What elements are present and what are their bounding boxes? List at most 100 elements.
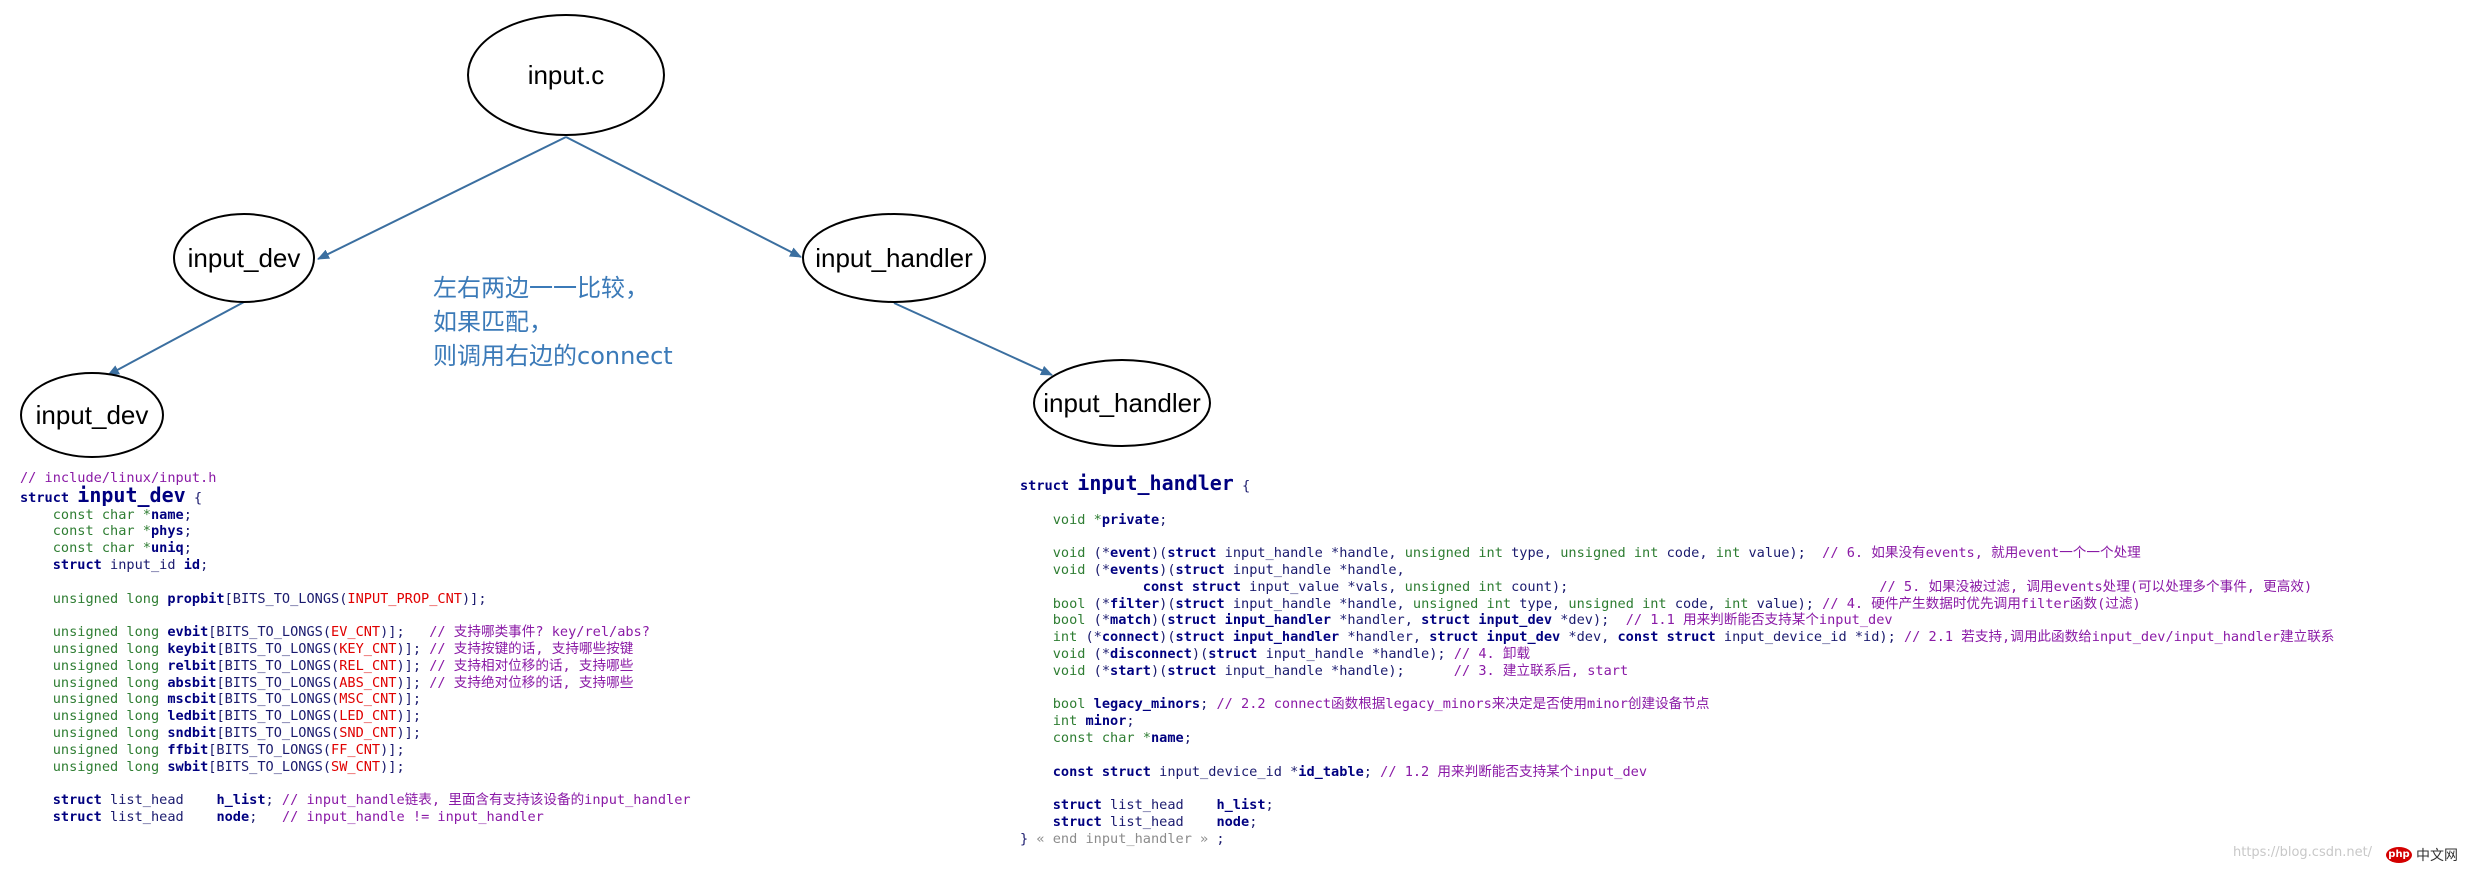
- code-token: void: [1020, 545, 1094, 562]
- input-handler-code-line: struct list_head h_list;: [1020, 797, 2334, 814]
- code-token: [BITS_TO_LONGS(: [208, 624, 332, 641]
- code-token: ;: [1183, 729, 1192, 746]
- code-token: ABS_CNT: [339, 674, 397, 691]
- code-token: type,: [1511, 545, 1561, 562]
- code-token: unsigned int: [1412, 595, 1520, 612]
- input-handler-code-line: void (*start)(struct input_handle *handl…: [1020, 663, 2334, 680]
- input-dev-code-line: [20, 607, 691, 624]
- code-token: name: [1150, 729, 1184, 746]
- code-token: input_handle *handle,: [1232, 595, 1413, 612]
- code-token: bool: [1020, 612, 1094, 629]
- code-token: // 支持相对位移的话, 支持哪些: [429, 657, 634, 674]
- code-token: input_handle *handle,: [1232, 561, 1405, 578]
- input-dev-code-line: unsigned long relbit[BITS_TO_LONGS(REL_C…: [20, 658, 691, 675]
- code-token: LED_CNT: [339, 708, 397, 725]
- code-token: {: [185, 489, 203, 506]
- input-handler-code-line: bool legacy_minors; // 2.2 connect函数根据le…: [1020, 696, 2334, 713]
- code-token: // 4. 硬件产生数据时优先调用filter函数(过滤): [1822, 595, 2141, 612]
- input-dev-code-line: unsigned long sndbit[BITS_TO_LONGS(SND_C…: [20, 725, 691, 742]
- annotation-line-2: 如果匹配，: [433, 308, 553, 336]
- code-token: list_head: [1110, 813, 1217, 830]
- code-token: *dev);: [1560, 612, 1626, 629]
- code-token: [BITS_TO_LONGS(: [216, 640, 340, 657]
- code-token: unsigned int: [1404, 578, 1512, 595]
- code-token: ;: [183, 540, 192, 557]
- code-token: // 支持绝对位移的话, 支持哪些: [429, 674, 634, 691]
- code-token: )];: [380, 741, 405, 758]
- code-token: ;: [1208, 830, 1225, 847]
- code-token: phys: [150, 523, 184, 540]
- watermark-url: https://blog.csdn.net/: [2233, 845, 2373, 860]
- code-token: // include/linux/input.h: [20, 470, 217, 486]
- input-dev-code-line: unsigned long absbit[BITS_TO_LONGS(ABS_C…: [20, 675, 691, 692]
- code-token: input_handler: [1077, 471, 1234, 495]
- input-handler-code-line: void *private;: [1020, 512, 2334, 529]
- code-token: [BITS_TO_LONGS(: [224, 590, 348, 607]
- code-token: SW_CNT: [331, 758, 381, 775]
- code-token: ;: [1363, 763, 1381, 780]
- code-token: int: [1020, 629, 1086, 646]
- code-token: )(: [1159, 595, 1176, 612]
- code-token: struct: [1175, 561, 1233, 578]
- code-token: void: [1020, 561, 1094, 578]
- code-token: absbit: [167, 674, 217, 691]
- annotation-line-3: 则调用右边的connect: [433, 342, 673, 370]
- code-token: sndbit: [167, 724, 217, 741]
- node-input-dev-top-label: input_dev: [188, 243, 301, 273]
- code-token: filter: [1110, 595, 1160, 612]
- code-token: REL_CNT: [339, 657, 397, 674]
- code-token: )];: [396, 657, 430, 674]
- code-token: struct: [1020, 797, 1111, 814]
- code-token: FF_CNT: [331, 741, 381, 758]
- code-token: evbit: [167, 624, 209, 641]
- input-handler-code-line: struct list_head node;: [1020, 814, 2334, 831]
- code-token: input_handle *handle,: [1224, 545, 1405, 562]
- code-token: type,: [1519, 595, 1569, 612]
- code-token: input_device_id *: [1159, 763, 1299, 780]
- edge-input-handler-down: [893, 302, 1053, 376]
- code-token: EV_CNT: [331, 624, 381, 641]
- code-token: ;: [1265, 797, 1274, 814]
- code-token: KEY_CNT: [339, 640, 397, 657]
- code-token: struct: [1175, 629, 1233, 646]
- input-handler-code-line: [1020, 528, 2334, 545]
- code-token: [BITS_TO_LONGS(: [216, 724, 340, 741]
- code-token: input_handle *handle);: [1265, 645, 1454, 662]
- code-token: )(: [1159, 629, 1176, 646]
- input-dev-code-line: unsigned long swbit[BITS_TO_LONGS(SW_CNT…: [20, 759, 691, 776]
- code-token: ledbit: [167, 708, 217, 725]
- code-token: // 5. 如果没被过滤, 调用events处理(可以处理多个事件, 更高效): [1879, 578, 2313, 595]
- code-token: « end input_handler »: [1036, 830, 1209, 847]
- code-token: match: [1110, 612, 1151, 629]
- code-token: h_list: [216, 792, 266, 809]
- code-token: ;: [265, 792, 282, 809]
- code-token: unsigned long: [20, 657, 168, 674]
- code-token: input_handler: [1224, 612, 1340, 629]
- input-handler-code-line: void (*events)(struct input_handle *hand…: [1020, 562, 2334, 579]
- code-token: unsigned long: [20, 674, 168, 691]
- code-token: struct: [1421, 612, 1479, 629]
- code-token: input_value *vals,: [1249, 578, 1405, 595]
- input-dev-code-line: [20, 775, 691, 792]
- input-handler-code-line: void (*event)(struct input_handle *handl…: [1020, 545, 2334, 562]
- input-handler-code-line: const struct input_device_id *id_table; …: [1020, 764, 2334, 781]
- code-token: const char *: [20, 523, 151, 540]
- input-handler-code-line: } « end input_handler » ;: [1020, 831, 2334, 848]
- code-token: )];: [396, 708, 422, 725]
- code-token: )];: [396, 724, 422, 741]
- code-token: [BITS_TO_LONGS(: [216, 657, 340, 674]
- code-token: node: [216, 808, 250, 825]
- code-token: uniq: [150, 540, 184, 557]
- code-token: // 3. 建立联系后, start: [1453, 662, 1629, 679]
- code-token: (*: [1093, 595, 1111, 612]
- input-dev-code-line: const char *name;: [20, 507, 691, 524]
- code-token: list_head: [1110, 797, 1217, 814]
- code-token: struct: [1429, 629, 1487, 646]
- node-input-dev-bottom: input_dev: [20, 372, 164, 458]
- code-token: )(: [1150, 662, 1168, 679]
- code-token: (*: [1093, 645, 1111, 662]
- input-handler-code-line: [1020, 680, 2334, 697]
- code-token: [BITS_TO_LONGS(: [216, 691, 340, 708]
- code-token: // 4. 卸载: [1453, 645, 1531, 662]
